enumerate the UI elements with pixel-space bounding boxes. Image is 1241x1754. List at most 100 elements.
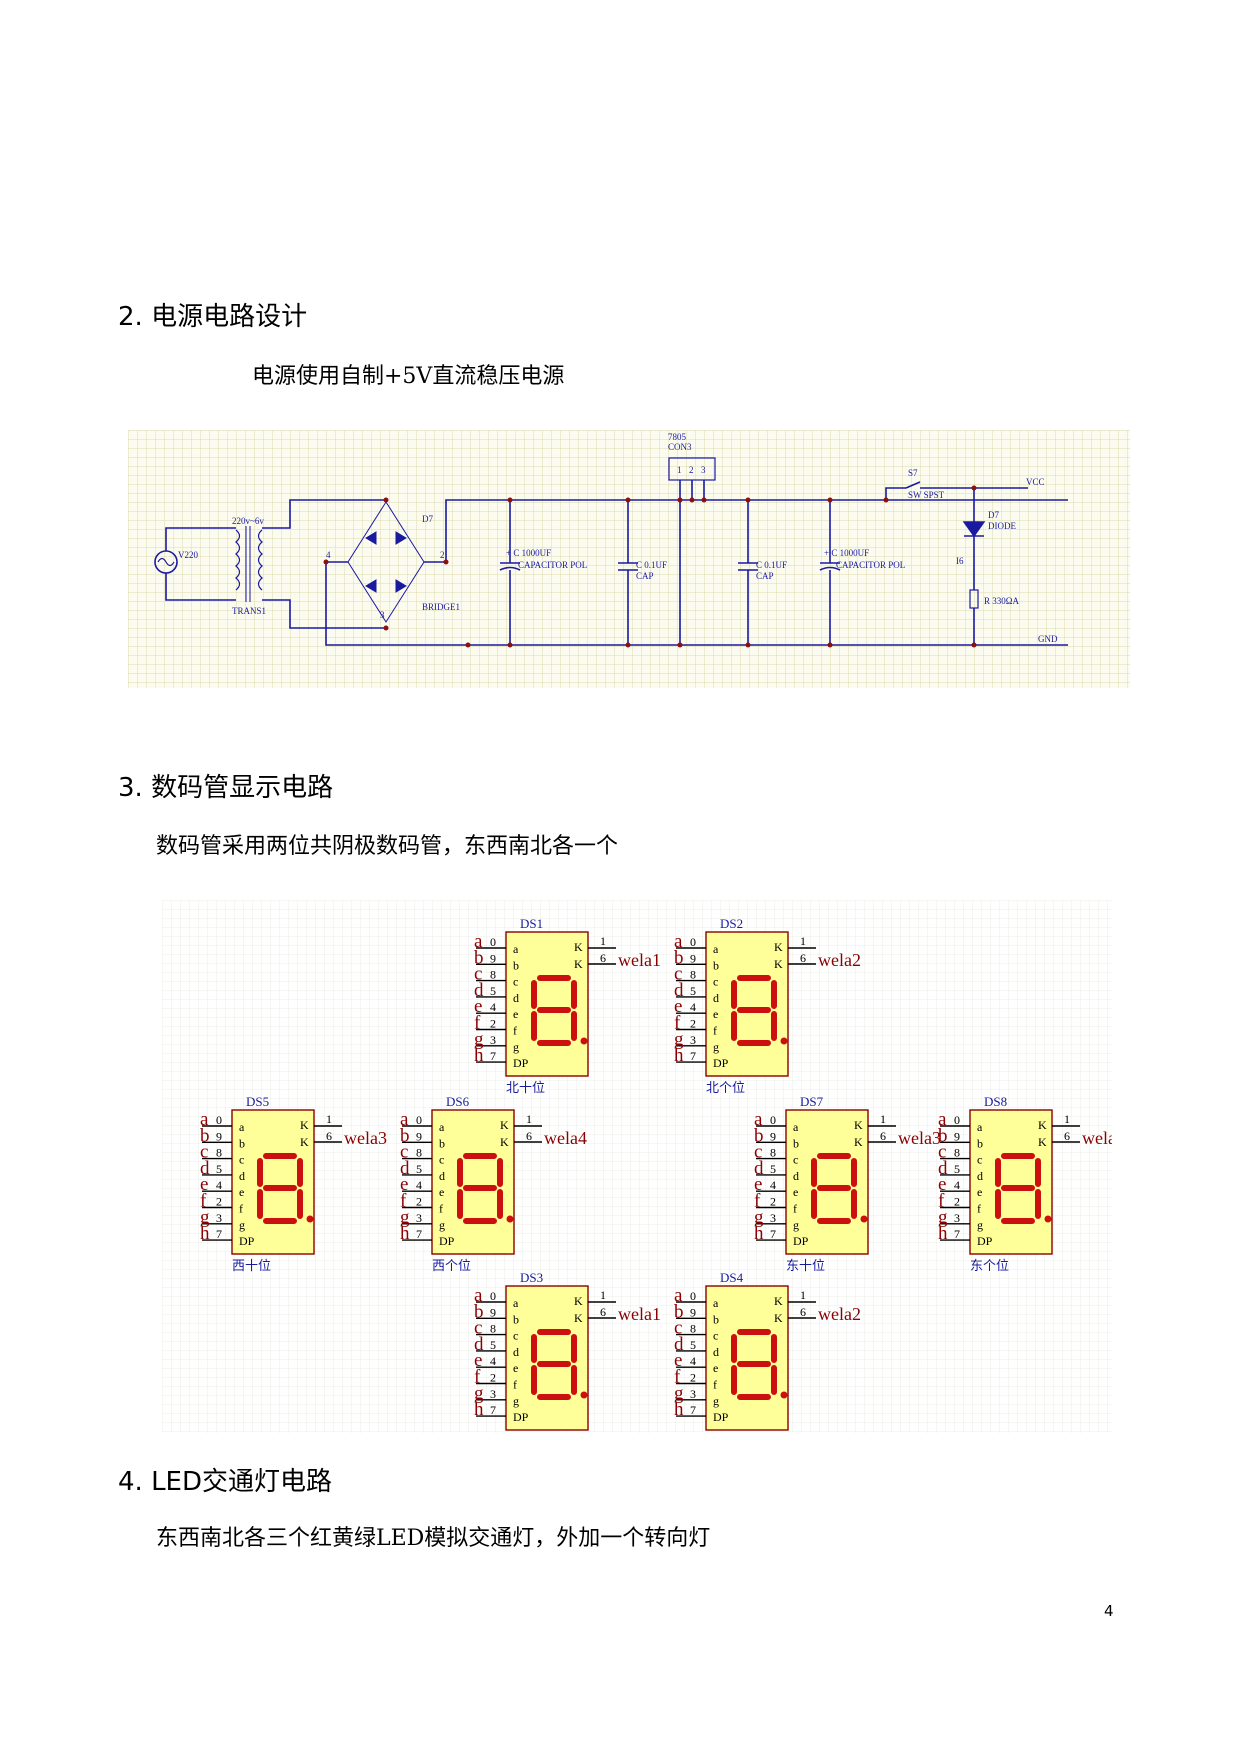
k-label: K — [854, 1135, 863, 1149]
pin-number: 8 — [416, 1146, 422, 1160]
net-label: wela3 — [898, 1128, 941, 1148]
pin-label: c — [713, 975, 718, 989]
pin-number: 5 — [690, 1338, 696, 1352]
pin-number: 4 — [490, 1000, 496, 1014]
pin-label: g — [513, 1040, 519, 1054]
pin-number: 2 — [690, 1371, 696, 1385]
pin-number: 7 — [416, 1227, 422, 1241]
k-label: K — [854, 1118, 863, 1132]
pin-number: 2 — [690, 1017, 696, 1031]
cap3-type: CAP — [756, 571, 774, 581]
pin-letter: f — [400, 1191, 407, 1212]
pin-letter: c — [674, 1318, 682, 1339]
net-label: wela2 — [818, 1304, 861, 1324]
net-label: wela3 — [344, 1128, 387, 1148]
pin-number: 7 — [690, 1403, 696, 1417]
pin-label: d — [513, 1345, 519, 1359]
pin-number: 2 — [954, 1195, 960, 1209]
k-label: K — [1038, 1135, 1047, 1149]
pin-letter: h — [938, 1223, 948, 1244]
pin-number: 3 — [770, 1211, 776, 1225]
pin-letter: e — [754, 1174, 762, 1195]
pin-letter: g — [674, 1029, 684, 1050]
pin-letter: b — [474, 1301, 484, 1322]
pin-label: f — [793, 1202, 797, 1216]
k-pin: 6 — [600, 1305, 606, 1319]
pin-number: 5 — [490, 1338, 496, 1352]
pin-letter: e — [474, 1350, 482, 1371]
pin-letter: h — [674, 1045, 684, 1066]
section-paragraph-led: 东西南北各三个红黄绿LED模拟交通灯，外加一个转向灯 — [156, 1526, 711, 1551]
pin-number: 4 — [690, 1354, 696, 1368]
decimal-point — [1044, 1215, 1052, 1223]
pin-letter: f — [754, 1191, 761, 1212]
pin-number: 2 — [770, 1195, 776, 1209]
pin-letter: h — [674, 1399, 684, 1420]
display-caption: 北个位 — [706, 1080, 745, 1095]
pin-label: b — [713, 958, 719, 972]
display-id: DS8 — [984, 1094, 1007, 1109]
pin-label: b — [513, 1312, 519, 1326]
segment-digit-glyph — [811, 1153, 857, 1224]
pin-letter: c — [674, 964, 682, 985]
pin-letter: c — [938, 1142, 946, 1163]
pin-number: 7 — [690, 1049, 696, 1063]
pin-number: 7 — [770, 1227, 776, 1241]
pin-label: b — [239, 1136, 245, 1150]
pin-number: 7 — [216, 1227, 222, 1241]
transformer-label: TRANS1 — [232, 606, 266, 616]
display-id: DS4 — [720, 1270, 744, 1285]
pin-letter: b — [754, 1125, 764, 1146]
resistor-id: I6 — [956, 556, 964, 566]
pin-letter: e — [474, 996, 482, 1017]
pin-number: 5 — [490, 984, 496, 998]
bridge-pin-3: 3 — [380, 610, 385, 620]
pin-label: d — [239, 1169, 245, 1183]
pin-letter: e — [200, 1174, 208, 1195]
pin-label: g — [513, 1394, 519, 1408]
pin-number: 9 — [770, 1129, 776, 1143]
pin-number: 3 — [490, 1033, 496, 1047]
cap1-type: CAPACITOR POL — [518, 560, 587, 570]
display-caption: 西十位 — [232, 1258, 271, 1273]
pin-label: f — [713, 1378, 717, 1392]
k-pin: 6 — [1064, 1129, 1070, 1143]
vcc-label: VCC — [1026, 477, 1045, 487]
k-label: K — [774, 1294, 783, 1308]
pin-label: f — [513, 1024, 517, 1038]
pin-label: d — [713, 991, 719, 1005]
pin-letter: f — [938, 1191, 945, 1212]
pin-label: DP — [513, 1056, 529, 1070]
segment-digit-glyph — [531, 1329, 577, 1400]
pin-label: f — [977, 1202, 981, 1216]
pin-label: c — [513, 975, 518, 989]
pin-letter: a — [674, 931, 683, 952]
pin-number: 0 — [416, 1113, 422, 1127]
bridge-pin-4: 4 — [326, 550, 331, 560]
pin-label: g — [713, 1394, 719, 1408]
pin-number: 0 — [690, 1289, 696, 1303]
pin-label: d — [793, 1169, 799, 1183]
pin-number: 9 — [216, 1129, 222, 1143]
k-pin: 6 — [800, 1305, 806, 1319]
pin-letter: h — [474, 1399, 484, 1420]
k-label: K — [500, 1118, 509, 1132]
pin-label: g — [977, 1218, 983, 1232]
k-label: K — [774, 1311, 783, 1325]
regulator-pin-3: 3 — [701, 465, 706, 475]
pin-number: 9 — [416, 1129, 422, 1143]
pin-number: 7 — [490, 1049, 496, 1063]
cap2-type: CAP — [636, 571, 654, 581]
pin-letter: d — [400, 1158, 410, 1179]
pin-label: DP — [713, 1056, 729, 1070]
display-body — [505, 1285, 589, 1431]
k-pin: 1 — [800, 934, 806, 948]
cap2-value: C 0.1UF — [636, 560, 667, 570]
segment-digit-glyph — [995, 1153, 1041, 1224]
pin-label: a — [239, 1120, 245, 1134]
pin-label: b — [513, 958, 519, 972]
pin-number: 5 — [770, 1162, 776, 1176]
